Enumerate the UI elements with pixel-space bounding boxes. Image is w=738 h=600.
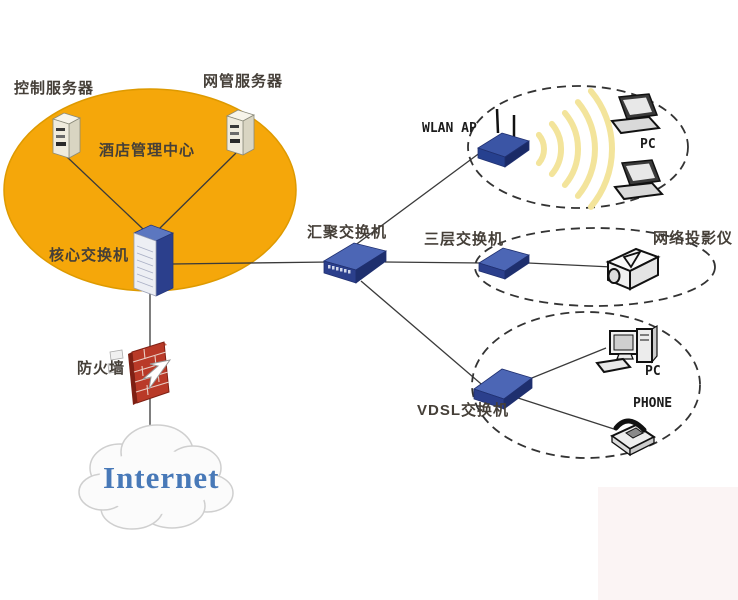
laptop-icon — [610, 93, 662, 135]
nms-server-icon — [225, 109, 256, 156]
link-aggregation-wlan-ap — [353, 151, 482, 247]
layer3-switch-label: 三层交换机 — [424, 231, 505, 248]
desktop-pc-icon — [595, 324, 658, 374]
link-aggregation-layer3 — [384, 261, 483, 264]
control-server-label: 控制服务器 — [14, 80, 95, 97]
vdsl-switch-icon — [473, 368, 533, 410]
wifi-signal-arcs — [535, 88, 615, 210]
vdsl-phone-label: PHONE — [633, 396, 673, 411]
watermark-area — [598, 487, 738, 600]
wlan-ap-icon — [477, 108, 530, 168]
internet-cloud — [78, 424, 234, 530]
laptop-icon — [613, 159, 665, 201]
vdsl-switch-label: VDSL交换机 — [417, 402, 510, 419]
link-aggregation-vdsl — [360, 280, 488, 390]
vdsl-zone-ellipse — [471, 311, 701, 459]
aggregation-switch-icon — [322, 242, 388, 284]
projector-zone-ellipse — [474, 227, 716, 307]
network-projector-label: 网络投影仪 — [653, 230, 734, 247]
wlan-pc-label: PC — [640, 137, 656, 152]
hotel-management-center-label: 酒店管理中心 — [99, 142, 196, 159]
link-nms-server-core — [158, 152, 237, 230]
zone-ellipses — [467, 85, 716, 459]
link-control-server-core — [65, 155, 144, 230]
firewall-icon — [107, 341, 172, 405]
wlan-ap-label: WLAN AP — [422, 121, 477, 136]
link-vdsl-phone — [514, 396, 618, 431]
aggregation-switch-label: 汇聚交换机 — [307, 224, 388, 241]
layer3-switch-icon — [478, 247, 530, 280]
core-switch-label: 核心交换机 — [49, 247, 130, 264]
nms-server-label: 网管服务器 — [203, 73, 284, 90]
link-layer3-projector — [527, 262, 613, 268]
firewall-label: 防火墙 — [77, 360, 126, 377]
link-core-aggregation — [171, 261, 331, 265]
core-switch-icon — [132, 224, 175, 297]
phone-icon — [610, 418, 656, 457]
control-server-icon — [51, 112, 82, 159]
vdsl-pc-label: PC — [645, 364, 661, 379]
internet-label: Internet — [103, 460, 220, 495]
projector-icon — [605, 247, 661, 291]
wlan-zone-ellipse — [467, 85, 689, 209]
